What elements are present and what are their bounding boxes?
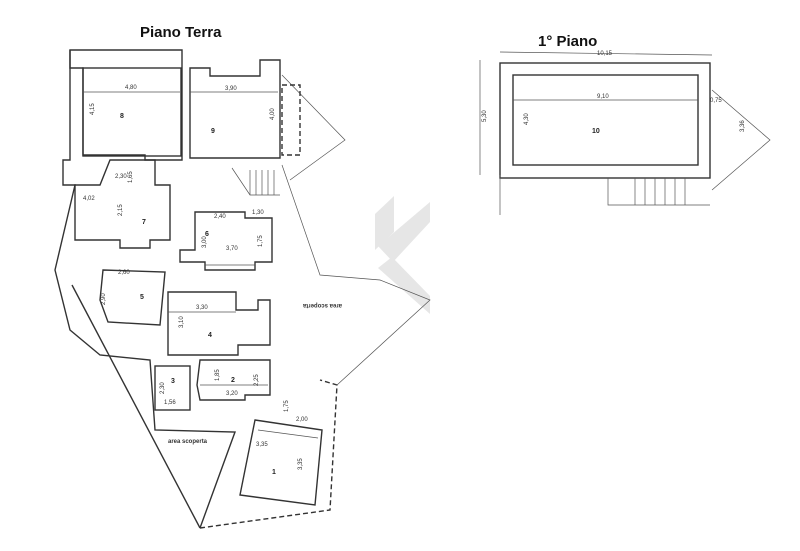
dimension-label: 3,30 — [196, 305, 208, 311]
dimension-label: 3,90 — [225, 86, 237, 92]
room-number-label: 9 — [211, 128, 215, 135]
dimension-label: 1,75 — [284, 400, 290, 412]
room-number-label: 8 — [120, 113, 124, 120]
dimension-label: 2,90 — [101, 293, 107, 305]
dimension-label: 2,00 — [296, 417, 308, 423]
dimension-label: 2,40 — [214, 214, 226, 220]
dimension-label: 3,10 — [179, 316, 185, 328]
stairs — [231, 167, 280, 196]
room-number-label: 1 — [272, 469, 276, 476]
first-floor-title: 1° Piano — [538, 33, 597, 50]
ground-floor-title: Piano Terra — [140, 24, 222, 41]
dimension-label: 1,85 — [215, 369, 221, 381]
dimension-label: 2,25 — [254, 374, 260, 386]
dimension-label: 2,30 — [115, 174, 127, 180]
dimension-label: 5,30 — [482, 110, 488, 122]
dimension-label: 0,75 — [710, 98, 722, 104]
dimension-label: 10,15 — [597, 51, 613, 57]
room-number-label: 3 — [171, 378, 175, 385]
dimension-label: 3,00 — [202, 236, 208, 248]
dimension-label: 1,75 — [258, 235, 264, 247]
dimension-label: 1,65 — [128, 171, 134, 183]
dimension-label: 4,15 — [90, 103, 96, 115]
dimension-label: 4,30 — [524, 113, 530, 125]
first-floor-plan — [479, 51, 771, 215]
outdoor-area-label-mirrored: area scoperta — [302, 302, 342, 308]
dimension-label: 1,30 — [252, 210, 264, 216]
room-number-label: 5 — [140, 294, 144, 301]
ground-floor-plan — [54, 49, 431, 529]
dimension-label: 3,20 — [226, 391, 238, 397]
watermark-logo — [375, 196, 430, 314]
room-number-label: 4 — [208, 332, 212, 339]
dimension-label: 9,10 — [597, 94, 609, 100]
dimension-label: 3,35 — [256, 442, 268, 448]
room-number-label: 2 — [231, 377, 235, 384]
outdoor-area-label: area scoperta — [168, 439, 208, 445]
room-number-label: 7 — [142, 219, 146, 226]
dimension-label: 4,80 — [125, 85, 137, 91]
dimension-label: 1,56 — [164, 400, 176, 406]
dimension-label: 4,00 — [270, 108, 276, 120]
dimension-label: 4,02 — [83, 196, 95, 202]
room-number-label: 10 — [592, 128, 600, 135]
dimension-label: 3,36 — [740, 120, 746, 132]
dimension-label: 2,30 — [160, 382, 166, 394]
dimension-label: 2,15 — [118, 204, 124, 216]
dimension-label: 3,35 — [298, 458, 304, 470]
room-number-label: 6 — [205, 231, 209, 238]
dimension-label: 2,60 — [118, 270, 130, 276]
dimension-label: 3,70 — [226, 246, 238, 252]
